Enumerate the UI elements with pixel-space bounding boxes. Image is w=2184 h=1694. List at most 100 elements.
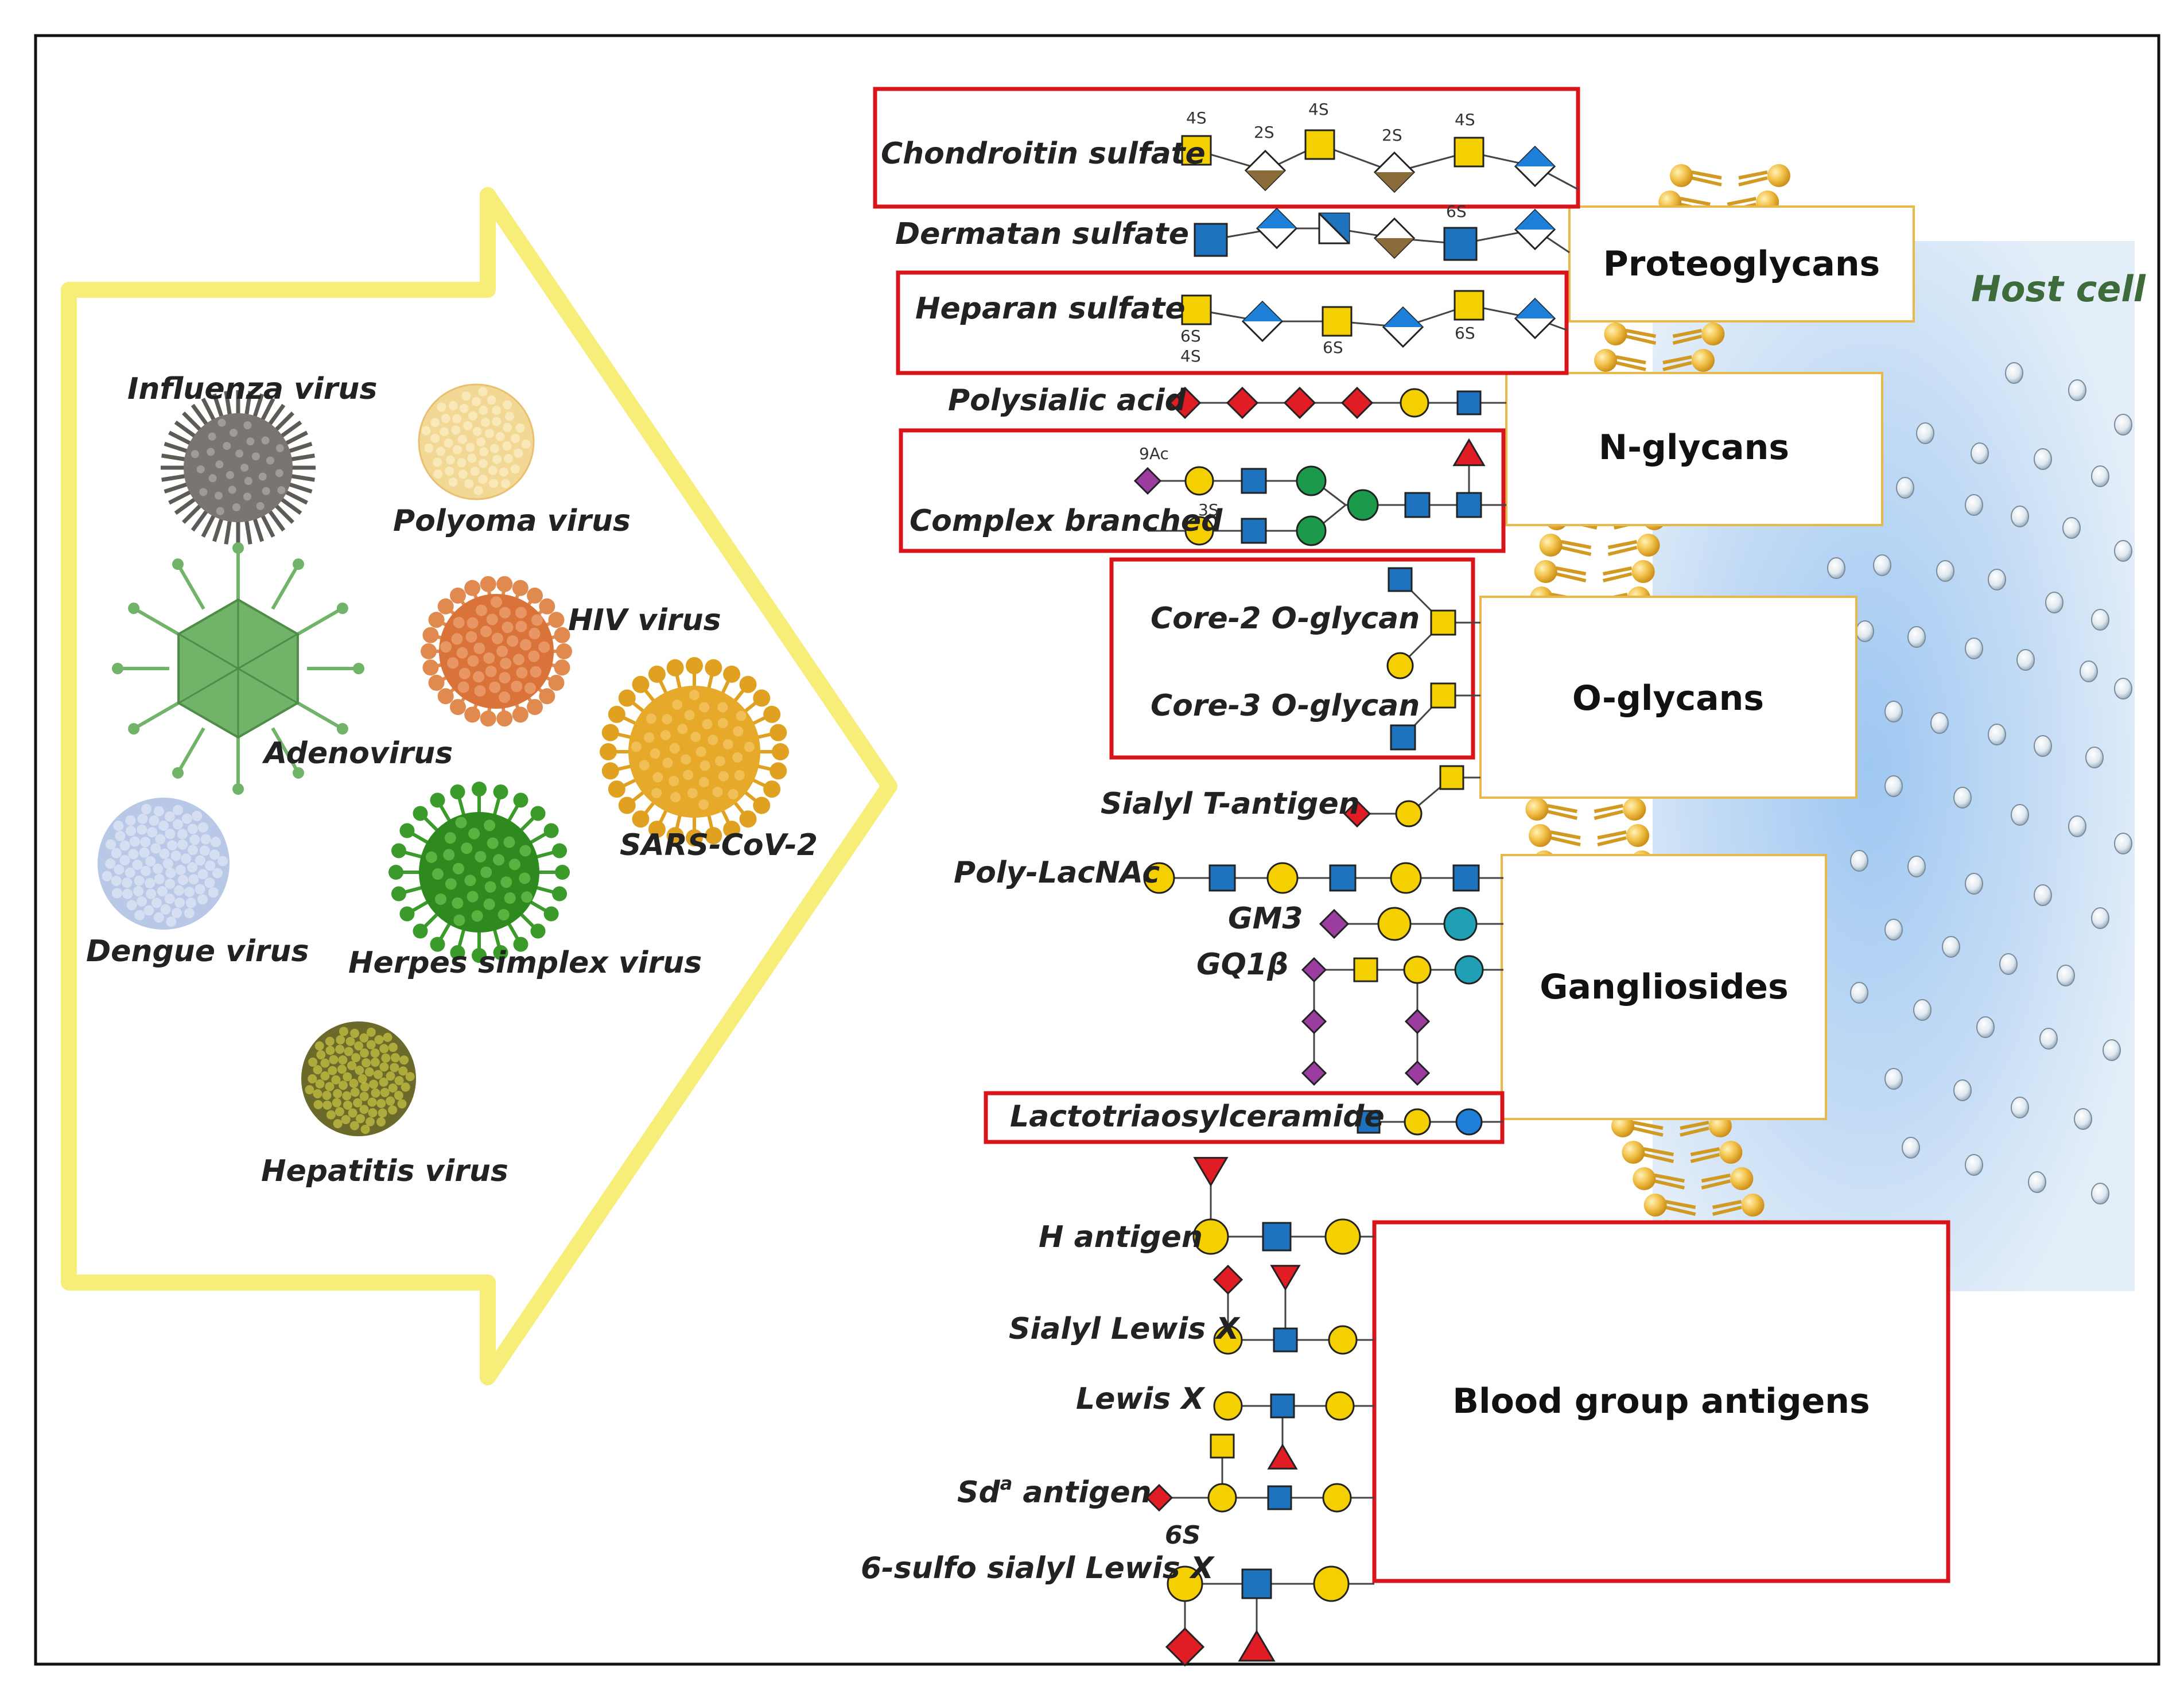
- virus-texture: [277, 486, 286, 495]
- virus-spike-tip: [399, 906, 415, 922]
- triangle-residue: [1267, 1443, 1298, 1470]
- virus-texture: [457, 458, 467, 468]
- square-residue: [1181, 294, 1212, 325]
- lipid-tail: [1672, 329, 1703, 338]
- virus-texture: [472, 671, 484, 683]
- virus-spike-tip: [480, 710, 496, 727]
- lipid-tail: [1594, 804, 1623, 813]
- virus-texture: [500, 658, 512, 670]
- virus-texture: [313, 1099, 323, 1109]
- virus-texture: [464, 479, 474, 488]
- virus-texture: [650, 748, 660, 759]
- virus-texture: [266, 456, 274, 465]
- virus-texture: [275, 444, 284, 453]
- vesicle: [1953, 1079, 1972, 1101]
- virus-texture: [262, 487, 270, 495]
- virus-texture: [351, 1052, 361, 1062]
- virus-texture: [165, 879, 176, 889]
- virus-texture: [141, 803, 152, 814]
- virus-texture: [444, 438, 453, 448]
- virus-texture: [197, 822, 208, 833]
- square-residue: [1304, 129, 1335, 160]
- virus-texture: [184, 887, 195, 897]
- category-box-proteoglycans: [1568, 205, 1915, 323]
- vesicle: [1999, 953, 2018, 975]
- virus-texture: [360, 1124, 370, 1134]
- vesicle: [2091, 1183, 2109, 1205]
- virus-texture: [467, 655, 479, 667]
- virus-texture: [443, 849, 455, 861]
- vesicle: [1884, 701, 1903, 722]
- virus-texture: [187, 862, 198, 873]
- virus-texture: [499, 691, 511, 703]
- square-residue: [1452, 864, 1480, 892]
- virus-texture: [448, 401, 458, 410]
- virus-texture: [476, 437, 486, 446]
- virus-texture: [433, 457, 442, 467]
- adeno-knob: [336, 723, 348, 735]
- virus-spike-tip: [530, 806, 546, 821]
- vesicle: [1913, 999, 1932, 1021]
- adeno-knob: [172, 767, 184, 779]
- virus-texture: [708, 735, 718, 745]
- label-gm3: GM3: [1228, 902, 1303, 936]
- virus-texture: [397, 1099, 407, 1109]
- virus-spike-tip: [723, 665, 741, 683]
- virus-texture: [474, 685, 486, 697]
- vesicle: [2080, 660, 2098, 682]
- virus-texture: [401, 1082, 410, 1092]
- virus-texture: [188, 874, 199, 885]
- virus-texture: [456, 647, 468, 659]
- virus-texture: [326, 1110, 336, 1120]
- vesicle: [2114, 678, 2132, 700]
- virus-texture: [196, 465, 205, 473]
- virus-texture: [644, 732, 655, 743]
- virus-texture: [500, 876, 512, 888]
- virus-texture: [504, 892, 516, 904]
- mod-2s-1: 2S: [1254, 123, 1274, 142]
- virus-texture: [461, 842, 473, 854]
- square-residue: [1267, 1485, 1292, 1510]
- lipid-tail: [1625, 335, 1657, 345]
- lipid-tail: [1597, 830, 1627, 840]
- split-diamond-fill: [1246, 170, 1285, 190]
- label-lewis-x: Lewis X: [1076, 1382, 1206, 1416]
- lipid-tail: [1550, 830, 1581, 840]
- virus-texture: [126, 900, 137, 911]
- lipid-head: [1643, 1194, 1667, 1217]
- virus-spike-tip: [723, 821, 741, 838]
- virus-texture: [471, 910, 483, 922]
- lipid-tail: [1556, 566, 1587, 576]
- virus-texture: [159, 848, 170, 859]
- virus-texture: [162, 858, 173, 869]
- virus-texture: [347, 1060, 357, 1070]
- virus-texture: [499, 607, 511, 619]
- virus-spike-tip: [753, 797, 771, 814]
- virus-texture: [510, 464, 520, 474]
- virus-texture: [223, 442, 231, 450]
- virus-texture: [175, 864, 186, 875]
- virus-texture: [521, 891, 533, 903]
- mod-6s-heparan-1: 6S: [1180, 327, 1201, 345]
- virus-texture: [464, 875, 476, 887]
- square-residue: [1241, 518, 1267, 544]
- virus-texture: [173, 805, 184, 815]
- lipid-head: [1623, 798, 1646, 821]
- highlight-oglycans: [1109, 557, 1475, 760]
- virus-texture: [398, 1066, 408, 1076]
- mod-6s-heparan-3: 6S: [1455, 324, 1475, 343]
- virus-spike-tip: [496, 710, 513, 727]
- virus-texture: [359, 1048, 369, 1058]
- virus-texture: [451, 633, 463, 645]
- virus-texture: [308, 1074, 317, 1083]
- virus-texture: [122, 877, 133, 888]
- virus-texture: [519, 845, 531, 857]
- lipid-tail: [1615, 355, 1646, 364]
- mod-6s-heparan-2: 6S: [1323, 338, 1343, 357]
- virus-texture: [181, 853, 192, 864]
- virus-texture: [374, 1070, 383, 1079]
- vesicle: [2074, 1108, 2092, 1130]
- lipid-tail: [1643, 1153, 1674, 1163]
- virus-texture: [353, 1098, 363, 1108]
- virus-texture: [165, 868, 176, 879]
